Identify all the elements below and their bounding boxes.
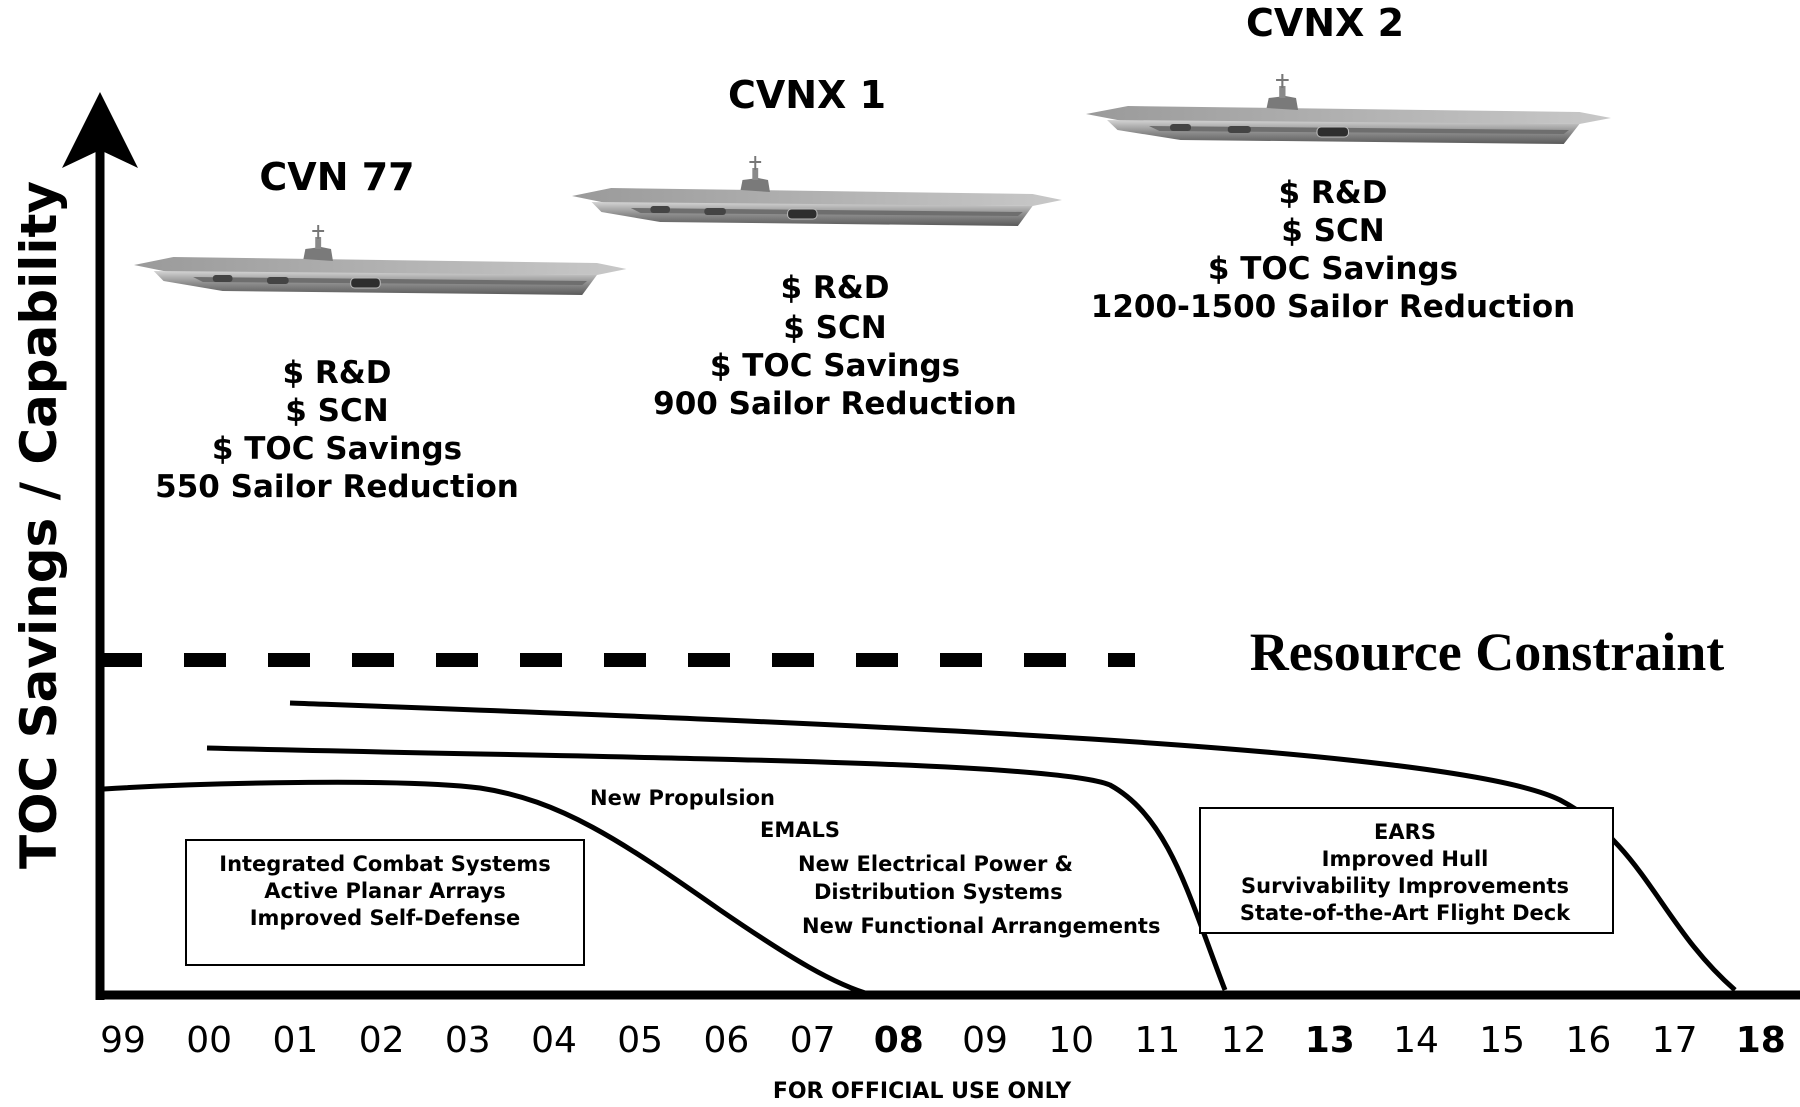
feature-box-cvnx2 [1199,807,1614,934]
x-tick-label: 15 [1479,1020,1525,1061]
carrier-image-cvnx2 [1084,72,1613,146]
y-axis-label: TOC Savings / Capability [10,181,68,869]
x-tick-label: 13 [1305,1020,1355,1061]
resource-constraint-label: Resource Constraint [1250,622,1724,682]
cvnx2-line-rd: $ R&D [1279,175,1388,211]
cvnx1-line-toc: $ TOC Savings [710,348,960,384]
x-tick-label: 16 [1565,1020,1611,1061]
x-tick-label: 04 [531,1020,577,1061]
capability-curve-cvnx2 [289,700,1737,992]
x-tick-label: 17 [1652,1020,1698,1061]
label-electrical-power: New Electrical Power & [798,852,1073,876]
box-right-line: State-of-the-Art Flight Deck [1240,901,1571,925]
box-right-line: EARS [1374,820,1436,844]
label-new-propulsion: New Propulsion [590,786,775,810]
box-left-line: Improved Self-Defense [250,906,521,930]
box-right-line: Survivability Improvements [1241,874,1569,898]
label-distribution-systems: Distribution Systems [814,880,1063,904]
cvn77-line-rd: $ R&D [283,355,392,391]
carrier-image-cvnx1 [571,155,1063,227]
ship-title-cvn77: CVN 77 [259,155,414,199]
x-tick-label: 18 [1736,1020,1786,1061]
ship-title-cvnx1: CVNX 1 [728,73,886,117]
box-left-line: Active Planar Arrays [264,879,505,903]
x-tick-label: 03 [445,1020,491,1061]
feature-box-cvn77 [185,839,585,966]
cvnx2-line-scn: $ SCN [1281,213,1384,249]
cvnx2-line-sailor: 1200-1500 Sailor Reduction [1091,289,1575,325]
cvnx2-line-toc: $ TOC Savings [1208,251,1458,287]
footer-classification: FOR OFFICIAL USE ONLY [773,1079,1072,1102]
x-tick-label: 99 [100,1020,146,1061]
capability-curve-cvnx1 [206,745,1228,991]
box-right-line: Improved Hull [1322,847,1489,871]
x-tick-label: 05 [617,1020,663,1061]
cvn77-line-toc: $ TOC Savings [212,431,462,467]
x-tick-label: 11 [1134,1020,1180,1061]
cvnx1-line-rd: $ R&D [781,270,890,306]
x-tick-label: 01 [272,1020,318,1061]
x-tick-label: 12 [1221,1020,1267,1061]
carrier-image-cvn77 [133,224,628,296]
x-tick-label: 10 [1048,1020,1094,1061]
x-tick-label: 07 [790,1020,836,1061]
cvnx1-line-sailor: 900 Sailor Reduction [653,386,1017,422]
x-tick-labels: 99 00 01 02 03 04 05 06 07 08 09 10 11 12 13 14 15 16 17 18 [100,1020,1786,1061]
cvn77-line-scn: $ SCN [285,393,388,429]
x-tick-label: 06 [703,1020,749,1061]
box-left-line: Integrated Combat Systems [219,852,550,876]
cvn77-line-sailor: 550 Sailor Reduction [155,469,519,505]
x-tick-label: 14 [1393,1020,1439,1061]
cvnx1-line-scn: $ SCN [783,310,886,346]
x-tick-label: 00 [186,1020,232,1061]
label-functional-arrangements: New Functional Arrangements [802,914,1160,938]
capability-curve-cvn77 [103,779,873,998]
x-tick-label: 09 [962,1020,1008,1061]
x-tick-label: 02 [359,1020,405,1061]
label-emals: EMALS [760,818,840,842]
y-axis-arrow [62,92,138,168]
x-tick-label: 08 [874,1020,924,1061]
ship-title-cvnx2: CVNX 2 [1246,1,1404,45]
